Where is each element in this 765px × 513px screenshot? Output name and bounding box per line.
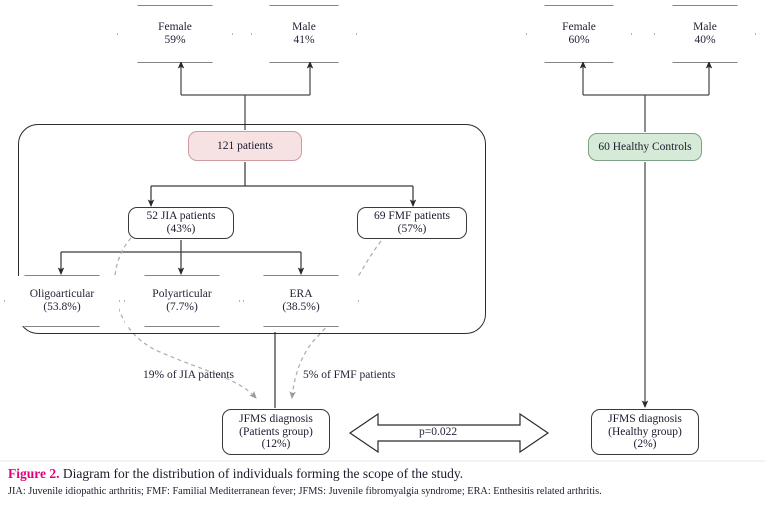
era-value: (38.5%) <box>282 301 320 313</box>
node-jfms-healthy-group: JFMS diagnosis (Healthy group) (2%) <box>591 409 699 455</box>
female-patients-value: 59% <box>164 34 186 46</box>
node-121-patients: 121 patients <box>188 131 302 161</box>
oligoarticular-value: (53.8%) <box>43 301 81 313</box>
node-fmf-patients: 69 FMF patients (57%) <box>357 207 467 239</box>
label-19-percent-jia: 19% of JIA patients <box>143 369 235 381</box>
figure-label: Figure 2. <box>8 466 60 481</box>
figure-abbreviations: JIA: Juvenile idiopathic arthritis; FMF:… <box>8 486 602 497</box>
node-fmf-patients-title: 69 FMF patients <box>373 210 451 223</box>
jfms-patients-line1: JFMS diagnosis <box>239 412 313 425</box>
female-patients-name: Female <box>158 21 192 34</box>
hexagon-label-oligoarticular: Oligoarticular (53.8%) <box>5 276 119 326</box>
hexagon-label-polyarticular: Polyarticular (7.7%) <box>125 276 239 326</box>
figure-caption-text: Diagram for the distribution of individu… <box>62 466 464 481</box>
jfms-healthy-line3: (2%) <box>633 438 657 451</box>
hexagon-label-male-controls: Male 40% <box>655 6 755 62</box>
hexagon-label-female-controls: Female 60% <box>527 6 631 62</box>
node-jia-patients-title: 52 JIA patients <box>146 210 216 223</box>
node-jia-patients: 52 JIA patients (43%) <box>128 207 234 239</box>
male-patients-name: Male <box>292 21 316 34</box>
node-fmf-patients-value: (57%) <box>397 223 427 235</box>
node-60-healthy-controls: 60 Healthy Controls <box>588 133 702 161</box>
label-5-percent-fmf: 5% of FMF patients <box>303 369 396 381</box>
figure-caption: Figure 2. Diagram for the distribution o… <box>8 466 760 497</box>
label-p-value: p=0.022 <box>419 426 458 438</box>
jfms-patients-line2: (Patients group) <box>239 425 313 438</box>
jfms-patients-line3: (12%) <box>261 438 291 451</box>
female-controls-name: Female <box>562 21 596 34</box>
hexagon-label-male-patients: Male 41% <box>252 6 356 62</box>
male-controls-name: Male <box>693 21 717 34</box>
hexagon-label-era: ERA (38.5%) <box>244 276 358 326</box>
era-name: ERA <box>289 288 313 301</box>
study-group-container <box>18 124 486 334</box>
male-patients-value: 41% <box>293 34 315 46</box>
node-jia-patients-value: (43%) <box>166 223 196 235</box>
hexagon-label-female-patients: Female 59% <box>118 6 232 62</box>
polyarticular-value: (7.7%) <box>166 301 198 313</box>
female-controls-value: 60% <box>568 34 590 46</box>
male-controls-value: 40% <box>694 34 716 46</box>
jfms-healthy-line1: JFMS diagnosis <box>608 412 682 425</box>
node-60-healthy-controls-label: 60 Healthy Controls <box>598 140 692 153</box>
node-121-patients-label: 121 patients <box>217 139 273 152</box>
node-jfms-patients-group: JFMS diagnosis (Patients group) (12%) <box>222 409 330 455</box>
oligoarticular-name: Oligoarticular <box>29 288 95 301</box>
jfms-healthy-line2: (Healthy group) <box>608 425 682 438</box>
caption-line: Figure 2. Diagram for the distribution o… <box>8 466 760 482</box>
polyarticular-name: Polyarticular <box>152 288 212 301</box>
